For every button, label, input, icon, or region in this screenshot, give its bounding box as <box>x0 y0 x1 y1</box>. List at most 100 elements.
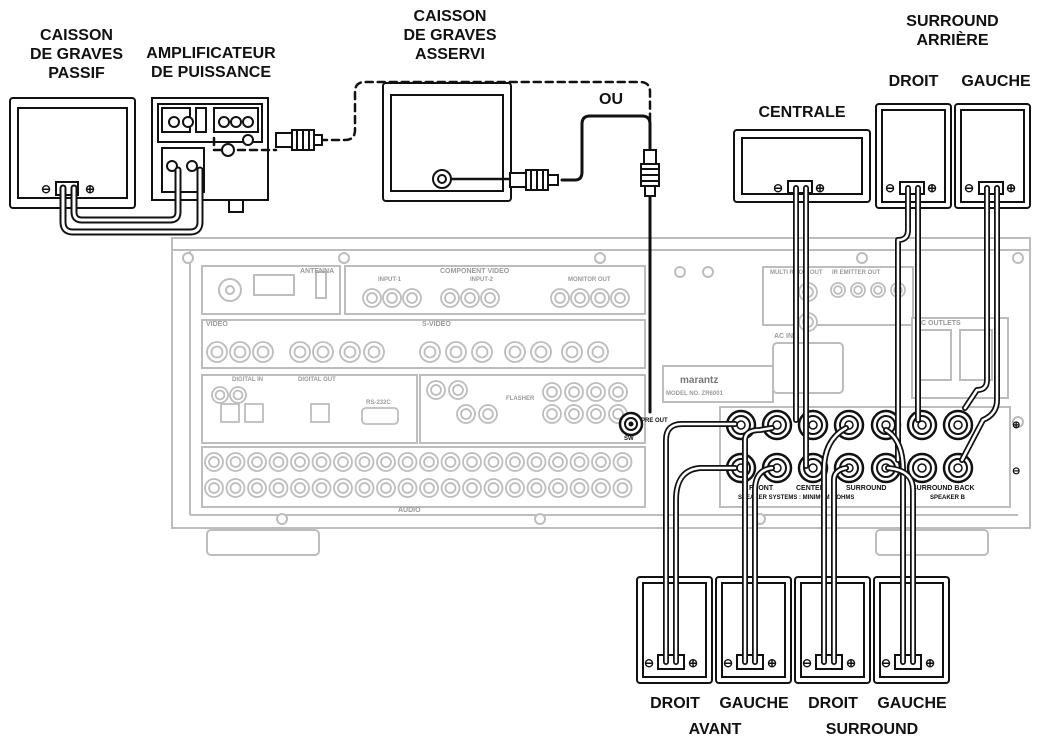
amp-input-dashed <box>212 136 278 152</box>
component-jack-2 <box>402 288 422 308</box>
audio-jack-top-13 <box>483 452 504 472</box>
audio-jack-bot-18 <box>591 478 611 498</box>
sbl-plus: ⊕ <box>1006 181 1016 195</box>
center-speaker <box>733 129 871 203</box>
am-antenna-terminal <box>253 274 295 296</box>
sbl-cable-b <box>959 185 1000 463</box>
antenna-label: ANTENNA <box>300 268 334 275</box>
surround-left-label: GAUCHE <box>877 695 947 712</box>
optical-jack-1 <box>244 403 264 423</box>
front-group-label: AVANT <box>688 721 742 738</box>
multi-in-jack-0 <box>426 380 446 400</box>
audio-jack-top-19 <box>612 452 633 472</box>
audio-jack-bot-15 <box>526 478 547 498</box>
component-jack-5 <box>480 288 500 308</box>
speaker-b-label: SPEAKER B <box>930 495 966 501</box>
video-jack-2 <box>252 341 274 363</box>
component-jack-1 <box>382 288 402 308</box>
receiver-jacks <box>204 282 906 498</box>
fr-minus: ⊖ <box>644 656 654 670</box>
video-jack-4 <box>312 341 334 363</box>
rs232c-port <box>361 407 399 425</box>
ac-outlets-label: AC OUTLETS <box>916 320 961 327</box>
rca-plug-amp <box>275 129 323 151</box>
component-jack-9 <box>610 288 630 308</box>
audio-jack-top-3 <box>268 452 289 472</box>
component-jack-8 <box>590 288 610 308</box>
receiver-foot-left <box>206 529 320 556</box>
audio-jack-top-11 <box>440 452 461 472</box>
speaker-terminals <box>725 409 974 484</box>
ir-emitter-jack-0 <box>830 282 846 298</box>
flasher-label: FLASHER <box>506 396 535 402</box>
sbr-minus: ⊖ <box>885 181 895 195</box>
multi-ch-in-bot-0 <box>542 404 562 424</box>
audio-jack-bot-7 <box>354 478 375 498</box>
speaker-terminal-6-0 <box>942 409 974 441</box>
audio-jack-top-2 <box>247 452 267 472</box>
audio-jack-top-15 <box>526 452 547 472</box>
rs232c-label: RS-232C <box>366 400 391 406</box>
passive-subwoofer <box>9 97 136 209</box>
audio-jack-bot-3 <box>268 478 289 498</box>
video-jack-1 <box>229 341 251 363</box>
multi-ch-in-top-2 <box>586 382 606 402</box>
s-video-label: S-VIDEO <box>422 321 451 328</box>
multi-in-jack-b-1 <box>478 404 498 424</box>
front-right-cable-a <box>663 421 738 665</box>
fr-plus: ⊕ <box>688 656 698 670</box>
surround-back-right-label: DROIT <box>888 73 939 90</box>
fl-minus: ⊖ <box>723 656 733 670</box>
audio-jack-bot-12 <box>462 478 482 498</box>
component-jack-0 <box>362 288 382 308</box>
surround-right-label: DROIT <box>808 695 858 712</box>
audio-jack-bot-17 <box>569 478 590 498</box>
s-video-jack-3 <box>504 341 526 363</box>
audio-jack-top-5 <box>311 452 332 472</box>
optical-jack-2 <box>310 403 330 423</box>
audio-jack-top-7 <box>354 452 375 472</box>
brand-label: marantz <box>680 375 718 386</box>
video-jack-6 <box>363 341 385 363</box>
surround-group-label: SURROUND <box>825 721 919 738</box>
sbl-minus: ⊖ <box>964 181 974 195</box>
multi-ch-in-top-3 <box>608 382 628 402</box>
passive-subwoofer-label: CAISSON DE GRAVES PASSIF <box>29 27 124 82</box>
speaker-terminal-6-1 <box>942 452 974 484</box>
component-jack-3 <box>440 288 460 308</box>
front-right-cable-b <box>673 465 738 665</box>
sbl-cable-a <box>962 185 990 411</box>
surround-right-cable-a <box>821 425 849 665</box>
speaker-terminal-1-1 <box>761 452 793 484</box>
multi-ch-in-bot-1 <box>564 404 584 424</box>
input1-label: INPUT-1 <box>378 277 402 283</box>
terminal-plus-sign: ⊕ <box>1012 420 1020 431</box>
multi-ch-in-top-0 <box>542 382 562 402</box>
audio-jack-bot-9 <box>397 478 418 498</box>
speaker-terminal-1-0 <box>761 409 793 441</box>
speaker-terminal-5-0 <box>906 409 938 441</box>
sbr-cable-a <box>895 185 911 463</box>
ir-emitter-jack-2 <box>870 282 886 298</box>
audio-jack-top-17 <box>569 452 590 472</box>
s-video-jack-0 <box>419 341 441 363</box>
audio-jack-bot-16 <box>548 478 568 498</box>
audio-jack-top-0 <box>204 452 224 472</box>
power-amplifier <box>151 97 269 213</box>
front-right-label: DROIT <box>650 695 700 712</box>
active-subwoofer <box>382 82 512 202</box>
sw-label: SW <box>624 436 634 442</box>
front-left-cable-b <box>752 465 775 665</box>
audio-jack-top-10 <box>419 452 439 472</box>
audio-jack-bot-2 <box>247 478 267 498</box>
pre-out-label: PRE OUT <box>641 418 668 424</box>
surround-back-left-label: GAUCHE <box>961 73 1031 90</box>
ir-emitter-jack-1 <box>850 282 866 298</box>
component-jack-6 <box>550 288 570 308</box>
speaker-cables <box>663 185 1000 665</box>
ac-in-label: AC IN <box>774 333 793 340</box>
audio-jack-bot-4 <box>290 478 310 498</box>
surround-back-label: SURROUND ARRIÈRE <box>906 13 999 49</box>
